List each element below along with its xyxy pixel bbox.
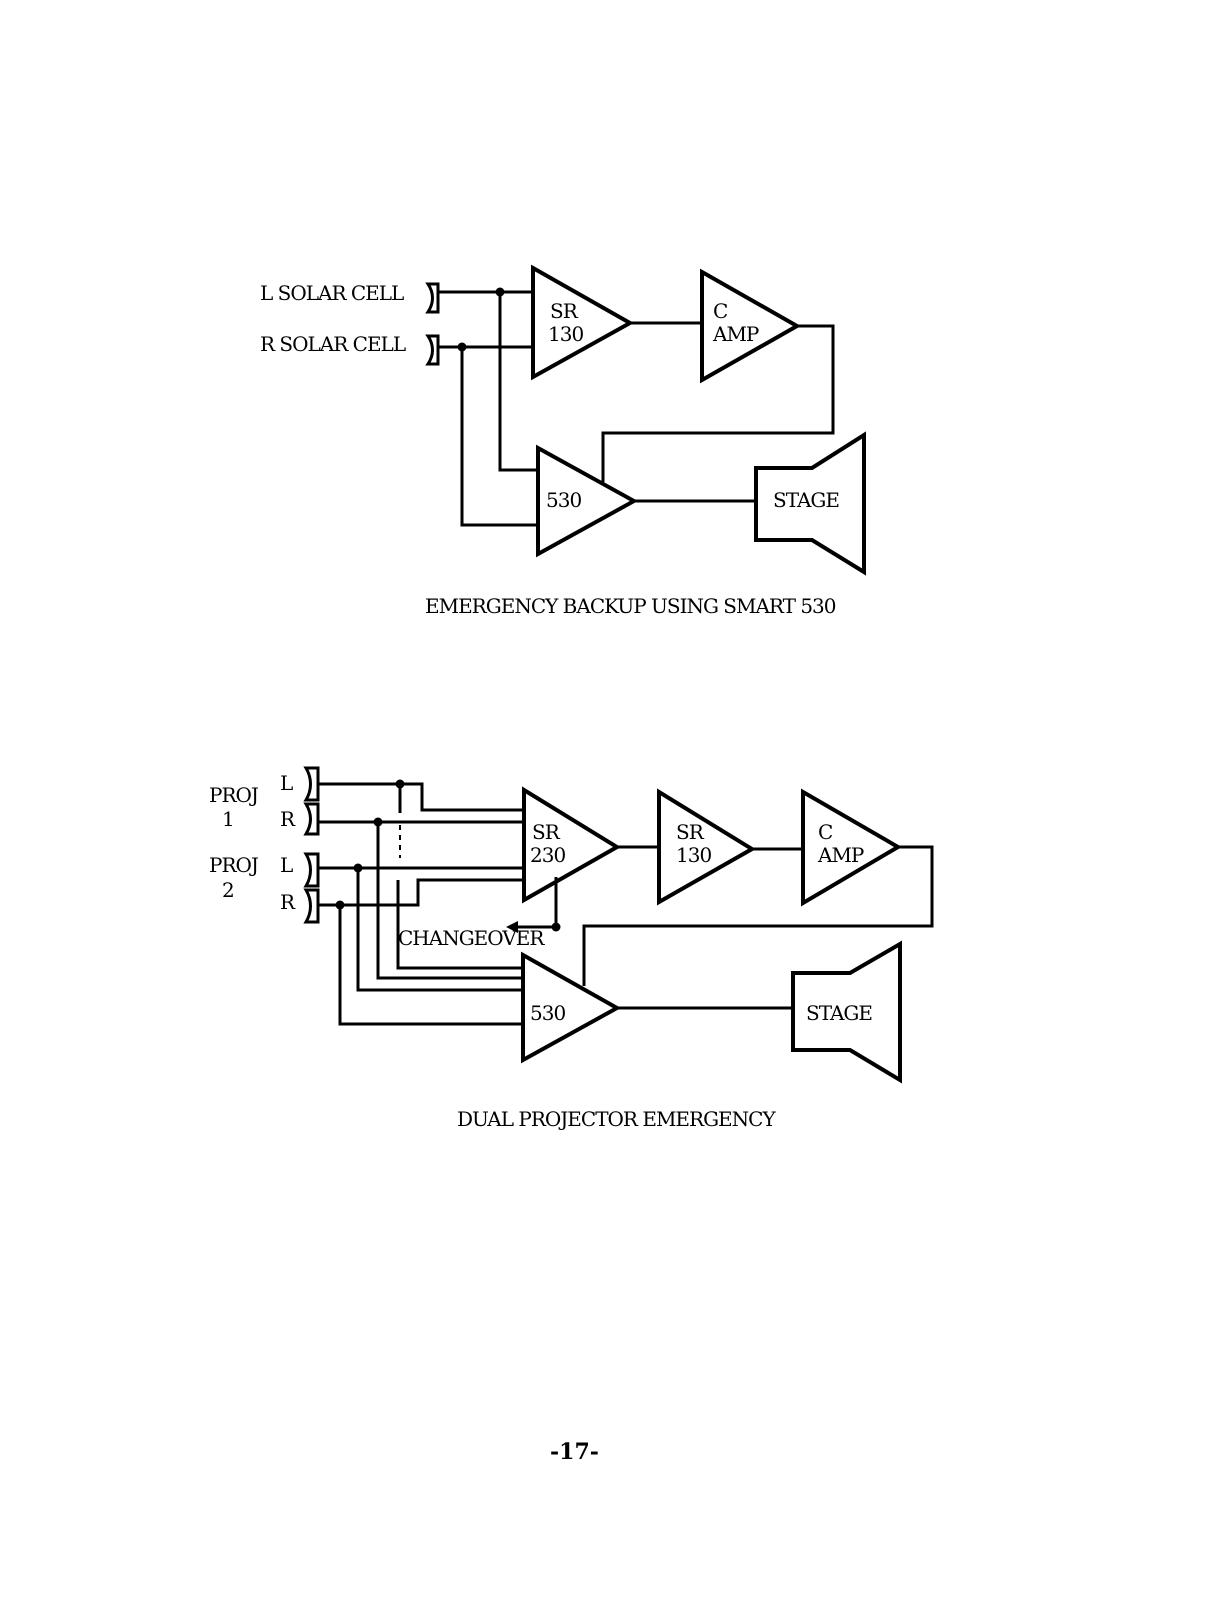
junction-dot [551,922,561,932]
label-proj2-line1: PROJ [209,853,259,877]
junction-dot [457,342,467,352]
label-sr130-line2: 130 [676,843,711,867]
label-sr130-line1: SR [676,820,705,844]
label-camp-line2: AMP [817,843,864,867]
diagram-dual-projector [303,766,934,1026]
junction-dot [373,817,383,827]
amp-c-amp [700,268,802,384]
amp-sr130 [531,264,635,381]
diagram1-junctions [457,287,505,352]
wire-tap-p2l [356,868,523,992]
left-solar-cell-connector [425,282,440,314]
label-530: 530 [546,488,581,512]
diagram2-junctions [335,779,561,933]
label-proj2-right: R [280,890,296,914]
wire-right-tap-to-530 [460,347,538,527]
wire-changeover-down [396,880,523,970]
label-stage: STAGE [773,488,839,512]
label-sr230-line2: 230 [530,843,565,867]
amp-smart-530 [521,951,622,1064]
label-camp-line1: C [713,299,728,323]
wire-tap-p2r [338,905,523,1026]
speaker-stage [791,940,902,1084]
label-proj1-right: R [280,807,296,831]
amp-sr130 [657,788,756,906]
label-proj1-line2: 1 [222,807,234,831]
junction-dot [395,779,405,789]
proj1-left-connector [303,766,320,802]
label-camp-line1: C [818,820,833,844]
wire-proj1-left [318,782,524,812]
label-proj1-line1: PROJ [209,783,259,807]
label-proj2-line2: 2 [222,878,234,902]
proj1-right-connector [303,802,320,836]
label-sr130-line2: 130 [548,322,583,346]
changeover-arrowhead [506,921,518,933]
diagram2-dashed-links [377,825,401,900]
label-stage: STAGE [806,1001,872,1025]
amp-c-amp [801,788,902,907]
label-camp-line2: AMP [712,322,759,346]
junction-dot [353,863,363,873]
wire-camp-return [582,845,934,986]
label-proj1-left: L [280,771,293,795]
page-number: -17- [550,1439,599,1465]
amp-smart-530 [536,444,639,558]
amp-sr230 [522,786,621,904]
proj2-left-connector [303,852,320,888]
right-solar-cell-connector [425,334,440,366]
speaker-stage [754,431,866,576]
label-sr130-line1: SR [550,299,579,323]
junction-dot [335,900,345,910]
label-sr230-line1: SR [532,820,561,844]
label-right-solar-cell: R SOLAR CELL [260,332,406,356]
caption-emergency-backup: EMERGENCY BACKUP USING SMART 530 [425,594,836,618]
wire-proj2-right [318,878,524,907]
wire-camp-return [601,324,835,482]
wire-left-tap-to-530 [498,292,538,472]
proj2-right-connector [303,888,320,924]
label-530: 530 [530,1001,565,1025]
junction-dot [495,287,505,297]
diagram-emergency-backup [425,282,835,527]
label-left-solar-cell: L SOLAR CELL [260,281,404,305]
wire-tap-p1r [376,822,523,980]
label-proj2-left: L [280,853,293,877]
label-changeover: CHANGEOVER [398,926,545,950]
caption-dual-projector: DUAL PROJECTOR EMERGENCY [457,1107,776,1131]
